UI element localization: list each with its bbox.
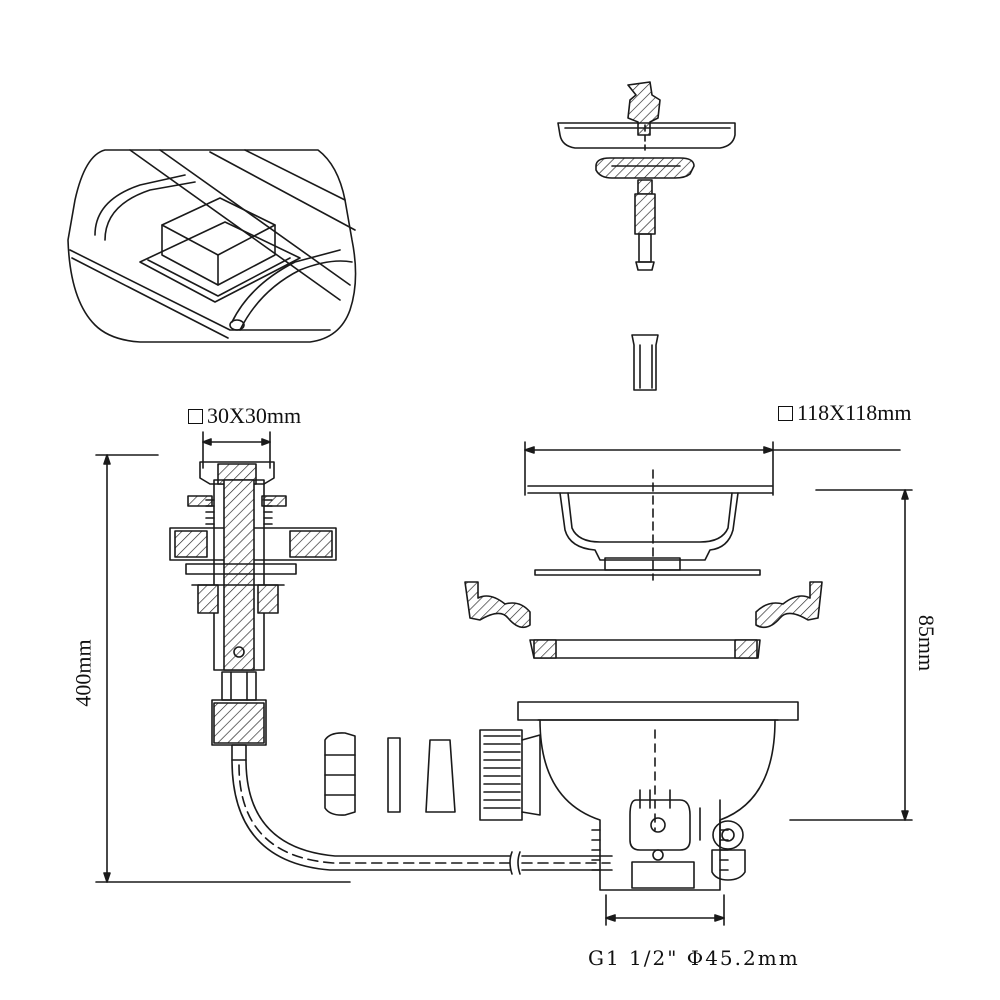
knob-detail-view xyxy=(67,149,357,343)
knob-assembly-section xyxy=(169,461,337,761)
cable-length-label: 400mm xyxy=(70,639,96,707)
knob-size-label: 30X30mm xyxy=(188,403,301,429)
cable xyxy=(231,759,613,875)
body-depth-label: 85mm xyxy=(914,614,940,672)
cable-length-dimension xyxy=(95,454,351,883)
waste-fittings xyxy=(324,729,541,821)
thread-dimension xyxy=(605,894,725,926)
drain-body xyxy=(517,701,799,891)
thread-spec-label: G1 1/2" Φ45.2mm xyxy=(588,946,800,970)
square-symbol-icon xyxy=(778,405,793,421)
strainer-exploded-view xyxy=(557,81,736,391)
depth-dimension xyxy=(789,489,913,821)
square-symbol-icon xyxy=(188,408,203,424)
basket-flange-view xyxy=(464,441,901,659)
strainer-size-label: 118X118mm xyxy=(778,400,911,426)
